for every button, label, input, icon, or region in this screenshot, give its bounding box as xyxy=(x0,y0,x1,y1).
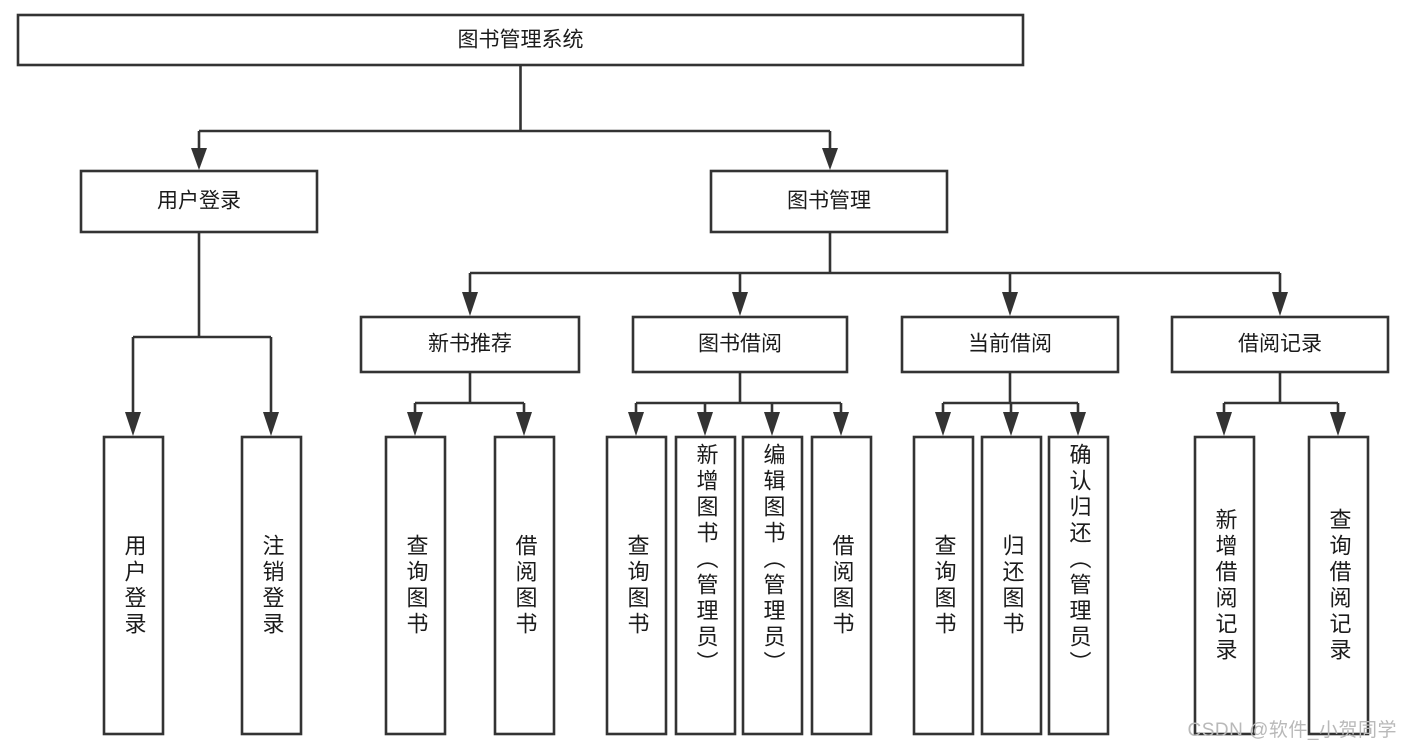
node-leaf-add-book-admin[interactable] xyxy=(674,435,737,736)
node-new-book-recommend-label: 新书推荐 xyxy=(428,333,512,356)
node-user-login[interactable] xyxy=(79,169,319,234)
arrow-to-current-borrow xyxy=(1002,292,1018,316)
arrow-leaf-return-book xyxy=(1003,412,1019,436)
arrow-leaf-confirm-return xyxy=(1070,412,1086,436)
node-book-borrow-label: 图书借阅 xyxy=(698,333,782,356)
node-leaf-query-borrow-record[interactable] xyxy=(1307,435,1370,736)
node-leaf-query-book-2[interactable] xyxy=(605,435,668,736)
arrow-to-new-book xyxy=(462,292,478,316)
arrow-leaf-query-book-2 xyxy=(628,412,644,436)
node-leaf-return-book[interactable] xyxy=(980,435,1043,736)
node-leaf-query-book-1[interactable] xyxy=(384,435,447,736)
node-leaf-edit-book-admin[interactable] xyxy=(741,435,804,736)
node-leaf-borrow-book-1[interactable] xyxy=(493,435,556,736)
arrow-leaf-query-book-3 xyxy=(935,412,951,436)
arrow-leaf-query-borrow-record xyxy=(1330,412,1346,436)
node-book-manage-label: 图书管理 xyxy=(787,190,871,213)
arrow-leaf-add-borrow-record xyxy=(1216,412,1232,436)
arrow-leaf-user-login xyxy=(125,412,141,436)
arrow-leaf-borrow-book-2 xyxy=(833,412,849,436)
node-book-manage[interactable] xyxy=(709,169,949,234)
arrow-to-borrow-record xyxy=(1272,292,1288,316)
node-current-borrow-label: 当前借阅 xyxy=(968,333,1052,356)
node-leaf-confirm-return-admin[interactable] xyxy=(1047,435,1110,736)
node-book-borrow[interactable] xyxy=(631,315,849,374)
arrow-to-book-manage xyxy=(822,148,838,170)
arrow-leaf-edit-book-admin xyxy=(764,412,780,436)
csdn-watermark: CSDN @软件_小贺同学 xyxy=(1187,720,1397,741)
node-new-book-recommend[interactable] xyxy=(359,315,581,374)
node-leaf-user-login[interactable] xyxy=(102,435,165,736)
node-root[interactable] xyxy=(16,13,1025,67)
node-leaf-add-borrow-record[interactable] xyxy=(1193,435,1256,736)
arrow-to-user-login xyxy=(191,148,207,170)
arrow-leaf-logout-login xyxy=(263,412,279,436)
node-leaf-logout-login[interactable] xyxy=(240,435,303,736)
node-leaf-borrow-book-2[interactable] xyxy=(810,435,873,736)
arrow-to-book-borrow xyxy=(732,292,748,316)
node-current-borrow[interactable] xyxy=(900,315,1120,374)
connector-layer xyxy=(125,65,1346,436)
node-leaf-query-book-3[interactable] xyxy=(912,435,975,736)
node-borrow-record-label: 借阅记录 xyxy=(1238,333,1322,356)
arrow-leaf-borrow-book-1 xyxy=(516,412,532,436)
node-layer: 图书管理系统 用户登录 图书管理 新书推荐 图书借阅 当前借阅 借阅记录 xyxy=(16,13,1390,736)
node-user-login-label: 用户登录 xyxy=(157,190,241,213)
node-root-label: 图书管理系统 xyxy=(458,29,584,52)
node-borrow-record[interactable] xyxy=(1170,315,1390,374)
arrow-leaf-add-book-admin xyxy=(697,412,713,436)
arrow-leaf-query-book-1 xyxy=(407,412,423,436)
